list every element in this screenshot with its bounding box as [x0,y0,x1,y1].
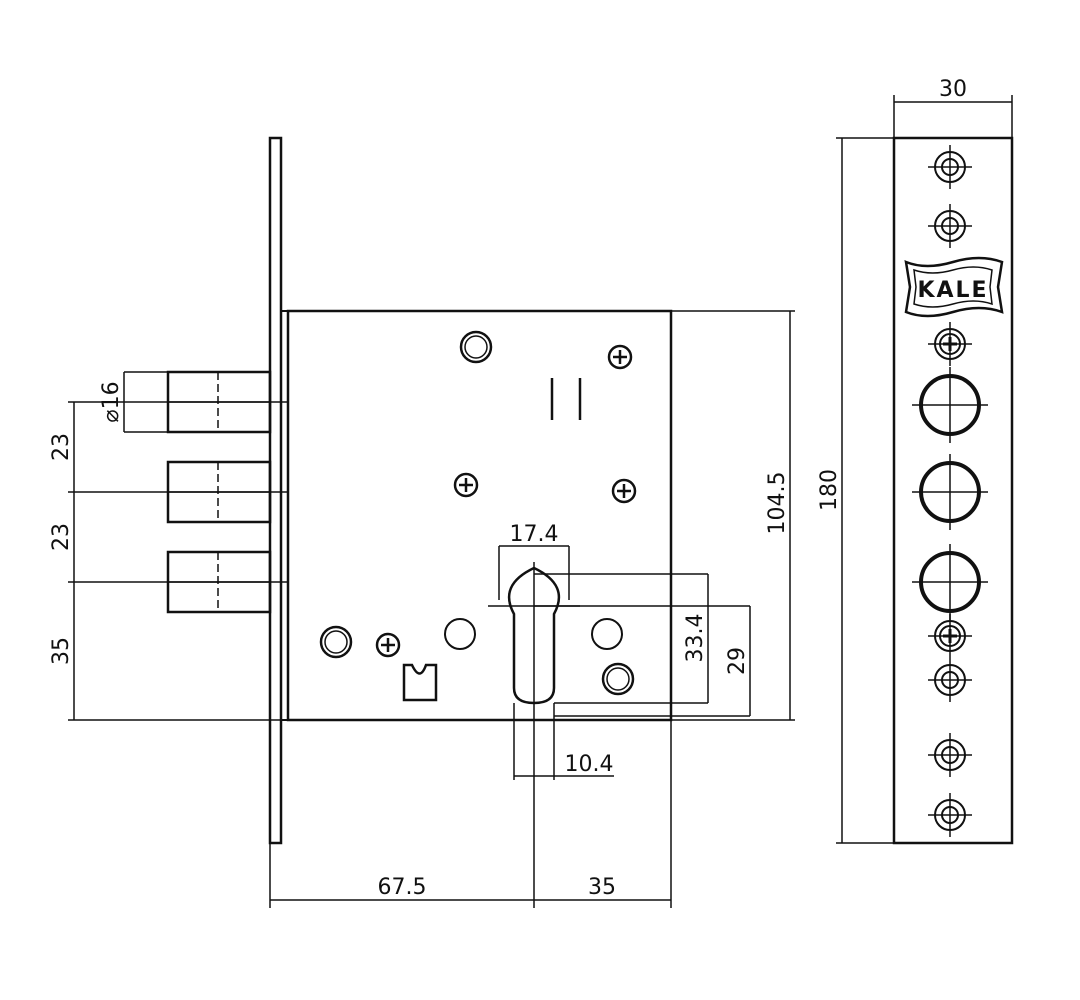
hole-right [591,618,623,650]
cylinder-width-label: 17.4 [510,522,559,547]
bolt-bottom-offset-label: 35 [49,637,74,665]
cylinder-cutout [507,566,561,705]
cylinder-center-height-label: 29 [725,647,750,675]
screw-icon [928,614,972,658]
latch-lever [402,663,438,702]
cylinder-height-label: 33.4 [683,614,708,663]
screw-icon [607,344,633,370]
screw-hole-icon [928,658,972,702]
rivet-top [459,330,493,364]
screw-hole-icon [928,793,972,837]
kale-logo: KALE [904,256,1004,318]
faceplate-side-view: KALE [892,136,1014,845]
lock-case [286,309,673,722]
rivet-left [319,625,353,659]
case-depth-label: 35 [588,875,616,900]
faceplate [892,136,1014,845]
rivet-right [601,662,635,696]
bolt-opening [912,544,988,620]
cylinder-slot-width-label: 10.4 [565,752,614,777]
case-height-label: 104.5 [765,472,790,535]
hole-left [444,618,476,650]
bolt-opening [912,367,988,443]
dimension-lines [68,95,1013,908]
faceplate-length-label: 180 [817,469,842,511]
faceplate-edge [268,136,283,845]
screw-icon [928,322,972,366]
faceplate-width-label: 30 [939,77,967,102]
lock-front-view [166,136,673,845]
screw-icon [611,478,637,504]
dimension-labels: ⌀16 23 23 35 17.4 33.4 29 104.5 10.4 67.… [49,77,967,900]
screw-icon [453,472,479,498]
screw-hole-icon [928,733,972,777]
screw-icon [375,632,401,658]
bolt-diameter-label: ⌀16 [99,381,124,422]
bolt-opening [912,454,988,530]
bolt-spacing-1-label: 23 [49,433,74,461]
screw-hole-icon [928,145,972,189]
backset-label: 67.5 [378,875,427,900]
brand-logo-text: KALE [917,278,988,303]
bolt-spacing-2-label: 23 [49,523,74,551]
screw-hole-icon [928,204,972,248]
